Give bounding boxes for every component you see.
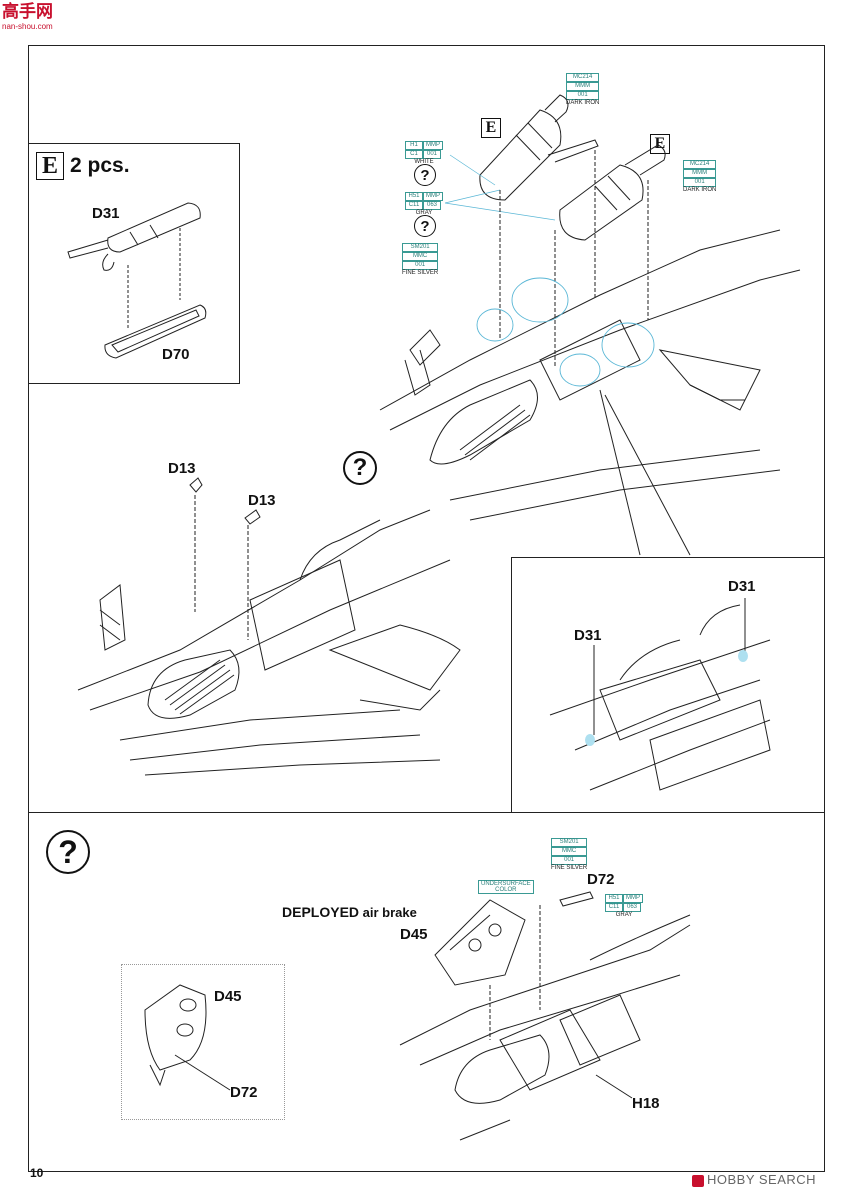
part-label-d70: D70 (162, 346, 190, 363)
watermark-text: HOBBY SEARCH (707, 1172, 817, 1187)
inset-part-label-d72: D72 (230, 1084, 258, 1101)
logo-text: 高手网 (2, 2, 53, 22)
quantity-label: 2 pcs. (70, 154, 130, 177)
paint-callout-dark-iron-2: MC214 MMM 001 DARK IRON (683, 160, 717, 193)
part-label-d13-right: D13 (248, 492, 276, 509)
paint-callout-fine-silver-bottom: SM201 MMC 001 FINE SILVER (551, 838, 588, 871)
detail-part-label-d31-left: D31 (574, 627, 602, 644)
deployed-word: DEPLOYED (282, 904, 360, 920)
help-question-icon-middle: ? (343, 451, 377, 485)
part-label-h18: H18 (632, 1095, 660, 1112)
part-tree-e-badge-2: E (650, 134, 670, 154)
inset-box-top (28, 143, 240, 384)
help-question-icon-bottom: ? (46, 830, 90, 874)
site-logo: 高手网 nan-shou.com (2, 2, 72, 32)
part-tree-e-badge-1: E (481, 118, 501, 138)
part-label-d31: D31 (92, 205, 120, 222)
page-frame (28, 45, 825, 1172)
detail-part-label-d31-right: D31 (728, 578, 756, 595)
air-brake-words: air brake (359, 905, 417, 920)
section-divider (28, 812, 825, 813)
hobby-search-watermark: HOBBY SEARCH (692, 1172, 816, 1187)
part-tree-e-badge: E (36, 152, 64, 180)
inset-part-label-d45: D45 (214, 988, 242, 1005)
inset-box-bottom (121, 964, 285, 1120)
optional-question-icon-gray: ? (414, 215, 436, 237)
detail-box-right (511, 557, 825, 813)
page-number: 10 (30, 1166, 44, 1180)
deployed-air-brake-label: DEPLOYED air brake (282, 904, 417, 920)
part-label-d45: D45 (400, 926, 428, 943)
paint-callout-fine-silver: SM201 MMC 001 FINE SILVER (402, 243, 439, 276)
logo-subtext: nan-shou.com (2, 22, 53, 31)
paint-callout-dark-iron-1: MC214 MMM 001 DARK IRON (566, 73, 600, 106)
watermark-icon (692, 1174, 704, 1187)
part-label-d13-left: D13 (168, 460, 196, 477)
part-label-d72: D72 (587, 871, 615, 888)
optional-question-icon-white: ? (414, 164, 436, 186)
